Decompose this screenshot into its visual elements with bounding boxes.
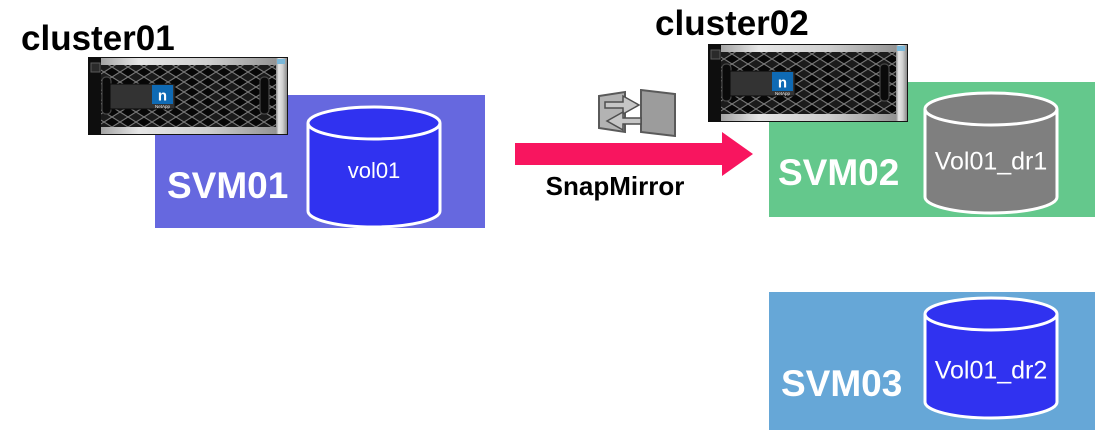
vol01-label: vol01 — [347, 157, 401, 183]
cluster02-title: cluster02 — [655, 4, 809, 43]
snapmirror-label: SnapMirror — [545, 171, 685, 201]
netapp-controller-icon-cluster02 — [708, 44, 908, 122]
cylinder-shape — [923, 296, 1059, 420]
svm02-label: SVM02 — [778, 152, 900, 193]
vol01-dr1-label: Vol01_dr1 — [934, 147, 1048, 176]
vol01-dr1-cylinder: Vol01_dr1 — [922, 90, 1060, 216]
vol01-cylinder: vol01 — [305, 104, 443, 230]
cylinder-shape — [306, 105, 442, 229]
snapmirror-arrow — [515, 132, 753, 176]
svm03-label: SVM03 — [781, 363, 903, 404]
netapp-controller-icon-cluster01 — [88, 57, 288, 135]
cluster01-title: cluster01 — [21, 19, 175, 58]
svm01-label: SVM01 — [167, 165, 289, 206]
vol01-dr2-cylinder: Vol01_dr2 — [922, 295, 1060, 421]
vol01-dr2-label: Vol01_dr2 — [934, 356, 1048, 385]
cylinder-shape — [923, 91, 1059, 215]
mirror-sync-icon — [598, 89, 676, 137]
